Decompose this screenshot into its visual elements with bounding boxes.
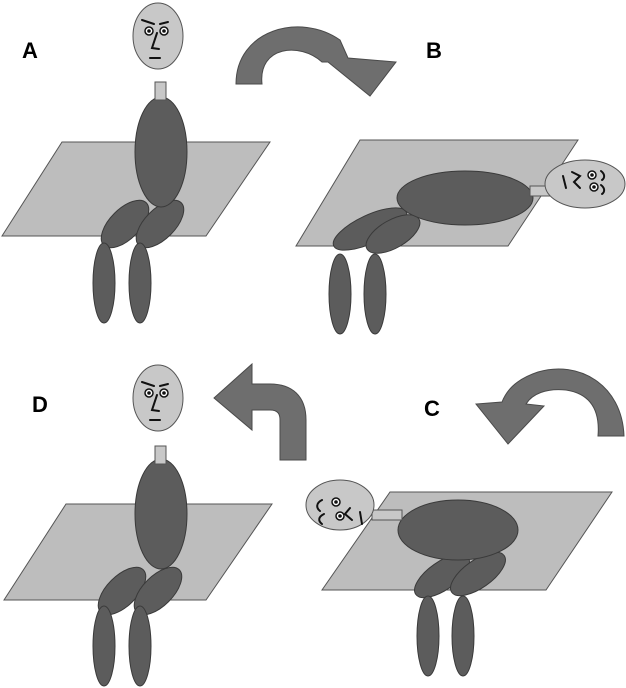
face-a bbox=[141, 19, 169, 59]
head-b bbox=[544, 159, 626, 209]
head-d bbox=[132, 364, 184, 432]
shin-left-a bbox=[92, 242, 116, 324]
torso-d bbox=[134, 458, 188, 570]
panel-c: C bbox=[305, 368, 625, 677]
head-a bbox=[132, 2, 184, 70]
arrow-c-to-d bbox=[213, 362, 307, 461]
torso-a bbox=[134, 96, 188, 208]
neck-d bbox=[154, 445, 167, 465]
shin-right-b bbox=[363, 253, 387, 335]
panel-d: D bbox=[3, 364, 273, 687]
face-d bbox=[141, 381, 169, 421]
torso-b bbox=[396, 170, 534, 226]
shin-right-a bbox=[128, 242, 152, 324]
head-c bbox=[305, 479, 375, 531]
shin-left-c bbox=[416, 595, 440, 677]
panel-label-b: B bbox=[426, 38, 442, 63]
panel-a: A bbox=[1, 2, 271, 324]
panel-label-d: D bbox=[32, 392, 48, 417]
thigh-right-b bbox=[365, 214, 421, 254]
arrow-b-to-c bbox=[475, 368, 625, 445]
panel-b: B bbox=[295, 38, 626, 335]
face-c bbox=[316, 497, 363, 525]
bed-plane-a bbox=[1, 141, 271, 237]
thigh-right-c bbox=[450, 551, 506, 597]
panel-label-c: C bbox=[424, 396, 440, 421]
panel-label-a: A bbox=[22, 38, 38, 63]
shin-left-b bbox=[328, 253, 352, 335]
bed-plane-d bbox=[3, 503, 273, 601]
shin-left-d bbox=[92, 605, 116, 687]
face-b bbox=[562, 170, 606, 195]
shin-right-d bbox=[128, 605, 152, 687]
neck-c bbox=[371, 509, 403, 521]
arrow-a-to-b bbox=[235, 26, 397, 97]
torso-c bbox=[397, 499, 519, 561]
shin-right-c bbox=[451, 595, 475, 677]
neck-a bbox=[154, 81, 167, 101]
